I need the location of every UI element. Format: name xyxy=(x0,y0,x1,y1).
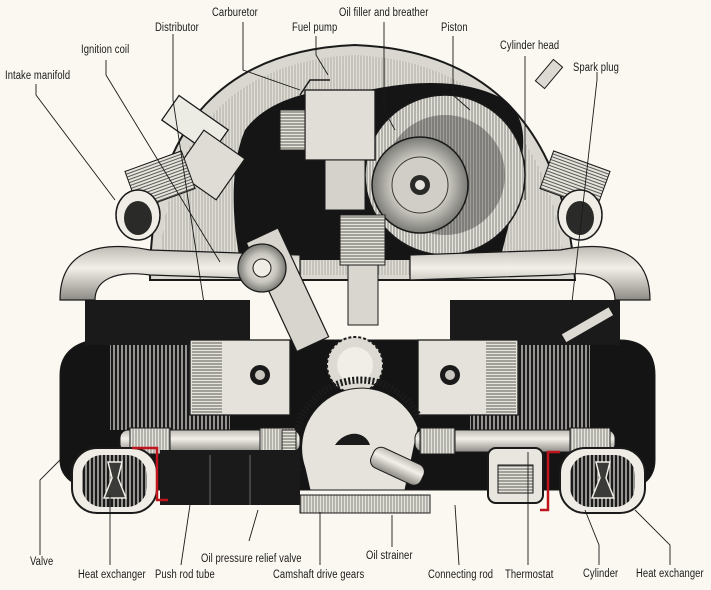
label-carburetor: Carburetor xyxy=(212,7,258,19)
label-heat-exchanger-left: Heat exchanger xyxy=(78,569,146,581)
label-valve: Valve xyxy=(30,556,54,568)
label-camshaft-drive-gears: Camshaft drive gears xyxy=(273,569,365,581)
label-connecting-rod: Connecting rod xyxy=(428,569,494,581)
leader-lines xyxy=(35,22,671,566)
oil-sump xyxy=(160,450,431,514)
heat-exchanger-right-body xyxy=(559,447,646,514)
label-oil-strainer: Oil strainer xyxy=(366,550,413,562)
spark-plug-top xyxy=(534,58,564,90)
heat-exchanger-left-body xyxy=(71,447,158,514)
label-cylinder-head: Cylinder head xyxy=(500,40,560,52)
label-oil-filler-and-breather: Oil filler and breather xyxy=(339,7,429,19)
label-piston: Piston xyxy=(441,22,468,34)
label-distributor: Distributor xyxy=(155,22,199,34)
thermostat-unit xyxy=(487,447,544,504)
label-ignition-coil: Ignition coil xyxy=(81,44,130,56)
label-cylinder: Cylinder xyxy=(583,568,619,580)
red-seal-lines xyxy=(132,446,560,512)
oil-filler-tower xyxy=(339,214,386,326)
air-intakes xyxy=(115,150,611,241)
pistons xyxy=(189,339,519,416)
generator-pulley xyxy=(371,136,469,234)
oil-strainer-tube xyxy=(370,446,425,486)
label-push-rod-tube: Push rod tube xyxy=(155,569,215,581)
label-thermostat: Thermostat xyxy=(505,569,554,581)
label-spark-plug: Spark plug xyxy=(573,62,619,74)
spark-plug-right xyxy=(560,305,615,344)
label-heat-exchanger-right: Heat exchanger xyxy=(636,568,704,580)
carburetor-body xyxy=(279,79,376,211)
label-fuel-pump: Fuel pump xyxy=(292,22,338,34)
label-intake-manifold: Intake manifold xyxy=(5,70,71,82)
label-oil-pressure-relief-valve: Oil pressure relief valve xyxy=(201,553,302,565)
distributor-assembly xyxy=(237,227,330,353)
